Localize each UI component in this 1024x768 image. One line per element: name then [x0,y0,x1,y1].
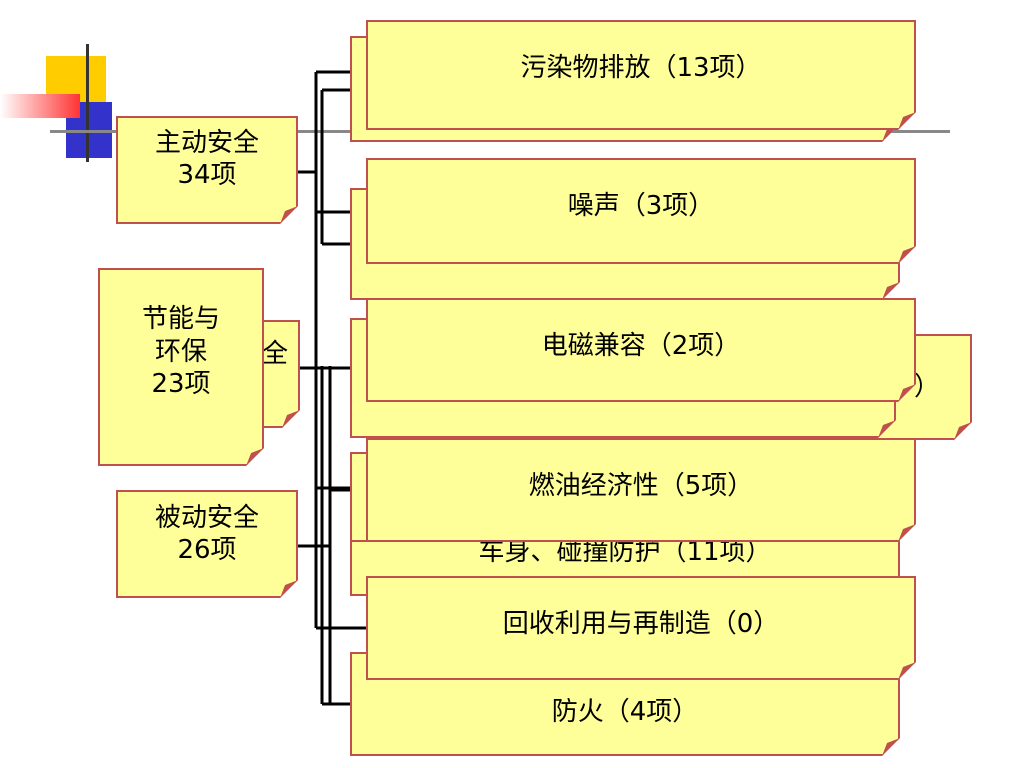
item-box-noise: 噪声（3项） [366,158,916,264]
item-label: 污染物排放（13项） [520,53,762,83]
category-box-energy-environment: 节能与 环保 23项 [98,268,264,466]
category-label: 被动安全 26项 [154,502,259,565]
category-box-passive-safety: 被动安全 26项 [116,490,298,598]
category-label: 全 [262,338,289,369]
deco-vertical-line [86,44,89,162]
item-label: 回收利用与再制造（0） [502,609,780,639]
item-label: 噪声（3项） [567,191,715,221]
deco-red-bar [0,94,80,118]
category-label: 主动安全 34项 [154,127,259,190]
item-box-fuel-economy: 燃油经济性（5项） [366,438,916,542]
item-label: ） [913,371,940,402]
item-box-pollutant-emission: 污染物排放（13项） [366,20,916,130]
item-label: 燃油经济性（5项） [528,471,754,501]
category-label: 节能与 环保 23项 [141,304,220,400]
item-box-emc: 电磁兼容（2项） [366,298,916,402]
item-label: 电磁兼容（2项） [541,331,741,361]
item-label: 防火（4项） [551,696,699,727]
item-box-recycling: 回收利用与再制造（0） [366,576,916,680]
category-box-active-safety: 主动安全 34项 [116,116,298,224]
